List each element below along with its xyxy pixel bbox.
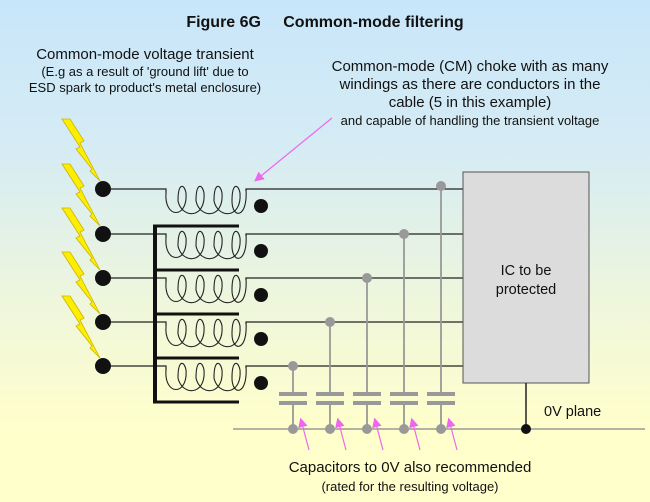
capacitor-label-line2: (rated for the resulting voltage) xyxy=(321,479,499,494)
polarity-dot xyxy=(254,199,268,213)
input-terminal-dot xyxy=(95,358,111,374)
capacitor-plate xyxy=(279,401,307,405)
input-terminal-dot xyxy=(95,270,111,286)
figure-number: Figure 6G xyxy=(186,14,261,31)
capacitor-plate xyxy=(390,392,418,396)
input-wire xyxy=(111,188,167,193)
choke-label-line3: cable (5 in this example) xyxy=(388,94,552,111)
input-terminal-dot xyxy=(95,226,111,242)
lightning-bolt-icon xyxy=(61,251,101,315)
tap-dot xyxy=(288,361,298,371)
choke-winding xyxy=(165,185,247,215)
choke-winding xyxy=(165,318,247,348)
ic-label: IC to be protected xyxy=(463,262,589,300)
choke-label-line1: Common-mode (CM) choke with as many xyxy=(331,58,609,75)
ic-label-line1: IC to be xyxy=(500,263,552,279)
capacitor-plate xyxy=(427,392,455,396)
output-wire xyxy=(245,233,463,236)
ground-plane-label: 0V plane xyxy=(544,404,602,420)
tap-dot xyxy=(399,229,409,239)
capacitor-arrow xyxy=(409,417,421,451)
capacitor-arrow xyxy=(446,417,458,451)
lightning-bolt-icon xyxy=(61,295,101,359)
lightning-bolt-icon xyxy=(61,163,101,227)
choke-label-line4: and capable of handling the transient vo… xyxy=(340,113,600,128)
capacitor-plate xyxy=(316,401,344,405)
capacitor-arrow xyxy=(335,417,347,451)
polarity-dot xyxy=(254,288,268,302)
choke-label-line2: windings as there are conductors in the xyxy=(339,76,601,93)
ic-box xyxy=(462,171,590,384)
output-wire xyxy=(245,365,463,368)
capacitor-label: Capacitors to 0V also recommended (rated… xyxy=(250,458,570,496)
input-terminal-dot xyxy=(95,181,111,197)
lightning-bolt-icon xyxy=(61,207,101,271)
output-wire xyxy=(245,321,463,324)
capacitor-plate xyxy=(279,392,307,396)
output-wire xyxy=(245,188,463,191)
figure-name: Common-mode filtering xyxy=(283,14,464,31)
input-wire xyxy=(111,233,167,238)
transient-label-line2: (E.g as a result of 'ground lift' due to xyxy=(41,64,249,79)
capacitor-plate xyxy=(353,392,381,396)
choke-winding xyxy=(165,274,247,304)
choke-arrow xyxy=(254,117,333,182)
capacitor-arrow xyxy=(298,417,310,451)
figure-title: Figure 6G Common-mode filtering xyxy=(0,14,650,32)
output-wire xyxy=(245,277,463,280)
capacitor-label-line1: Capacitors to 0V also recommended xyxy=(288,459,532,476)
polarity-dot xyxy=(254,244,268,258)
lightning-bolt-icon xyxy=(61,118,101,182)
choke-winding xyxy=(165,230,247,260)
polarity-dot xyxy=(254,332,268,346)
capacitor-plate xyxy=(353,401,381,405)
choke-winding xyxy=(165,362,247,392)
transient-label-line1: Common-mode voltage transient xyxy=(36,46,254,63)
input-terminal-dot xyxy=(95,314,111,330)
transient-label-line3: ESD spark to product's metal enclosure) xyxy=(28,80,262,95)
capacitor-plate xyxy=(390,401,418,405)
tap-dot xyxy=(362,273,372,283)
choke-core xyxy=(153,224,239,404)
choke-label: Common-mode (CM) choke with as many wind… xyxy=(300,58,640,130)
polarity-dot xyxy=(254,376,268,390)
capacitor-plate xyxy=(316,392,344,396)
input-wire xyxy=(111,277,167,282)
tap-dot xyxy=(436,181,446,191)
capacitor-arrow xyxy=(372,417,384,451)
tap-dot xyxy=(325,317,335,327)
input-wire xyxy=(111,321,167,326)
capacitor-plate xyxy=(427,401,455,405)
ic-label-line2: protected xyxy=(495,282,557,298)
ground-junction-dot xyxy=(521,424,531,434)
transient-label: Common-mode voltage transient (E.g as a … xyxy=(0,46,290,96)
input-wire xyxy=(111,365,167,370)
